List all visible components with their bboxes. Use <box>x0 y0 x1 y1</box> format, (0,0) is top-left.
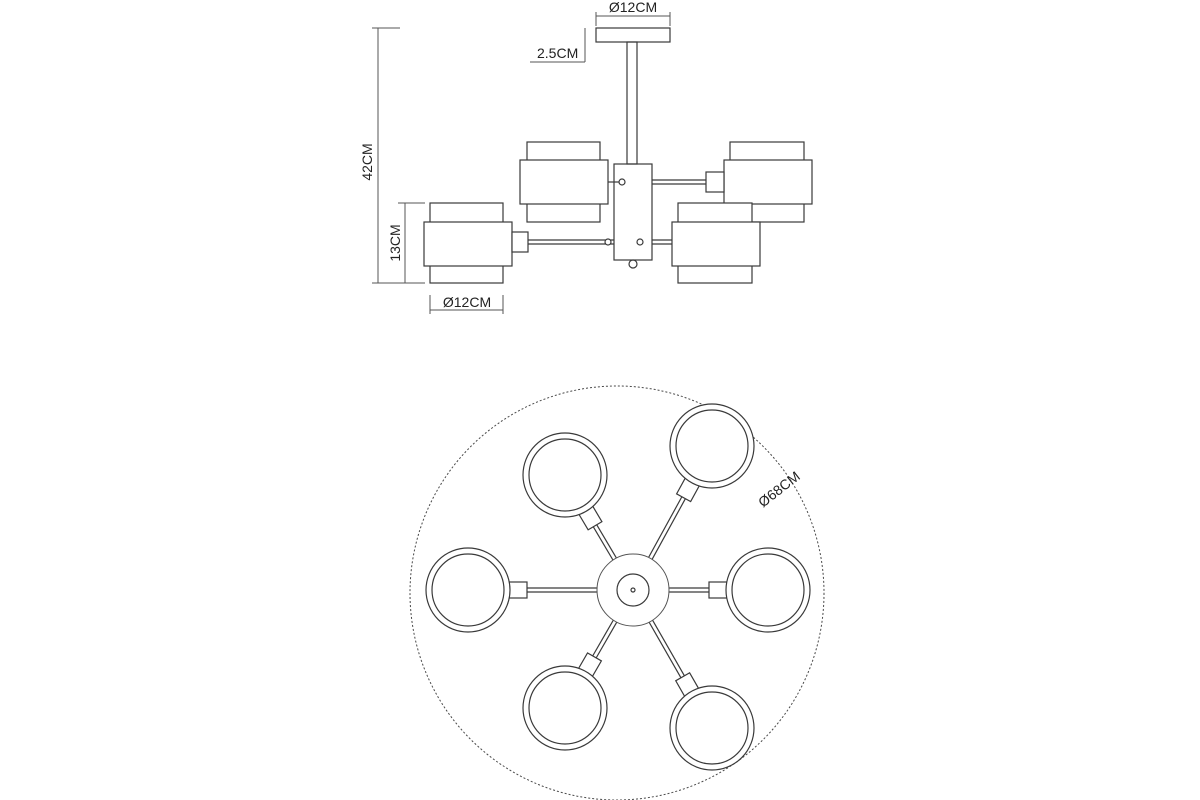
shade-inner-bottom-right <box>675 691 749 765</box>
socket-left <box>508 581 528 599</box>
central-finial <box>628 259 638 269</box>
dim-shade-diameter: Ø12CM <box>429 294 504 314</box>
dim-canopy-height: 2.5CM <box>530 28 586 63</box>
dim-canopy-diameter: Ø12CM <box>595 0 671 26</box>
canopy-diameter-label: Ø12CM <box>609 0 657 15</box>
shades-group <box>425 403 811 771</box>
shade-inner-top-right <box>675 409 749 483</box>
hub-dot <box>630 587 636 593</box>
total-height-label: 42CM <box>359 143 375 180</box>
shade-outer-top-right <box>669 403 755 489</box>
shade-back-left <box>519 141 609 223</box>
overall-outline <box>409 385 825 800</box>
shade-inner-right <box>731 553 805 627</box>
canopy <box>595 27 671 43</box>
top-view: Ø68CM <box>409 385 825 800</box>
canopy-height-label: 2.5CM <box>537 45 578 61</box>
overall-diameter-label: Ø68CM <box>755 468 803 510</box>
shade-inner-top-left <box>528 438 602 512</box>
dim-total-height: 42CM <box>359 27 400 284</box>
dim-overall-diameter: Ø68CM <box>755 468 803 510</box>
shade-outer-bottom-right <box>669 685 755 771</box>
shade-outer-right <box>725 547 811 633</box>
shade-outer-bottom-left <box>522 665 608 751</box>
shade-outer-left <box>425 547 511 633</box>
shade-inner-bottom-left <box>528 671 602 745</box>
shade-height-label: 13CM <box>387 224 403 261</box>
shade-inner-left <box>431 553 505 627</box>
down-rod <box>626 41 638 165</box>
shade-front-right <box>671 202 761 284</box>
side-view: Ø12CM 2.5CM 42CM 13CM Ø12CM <box>359 0 813 314</box>
central-body <box>613 163 653 261</box>
socket-right <box>708 581 728 599</box>
dim-shade-height: 13CM <box>387 202 425 284</box>
shade-outer-top-left <box>522 432 608 518</box>
shade-diameter-label: Ø12CM <box>443 294 491 310</box>
shade-front-left <box>423 202 529 284</box>
